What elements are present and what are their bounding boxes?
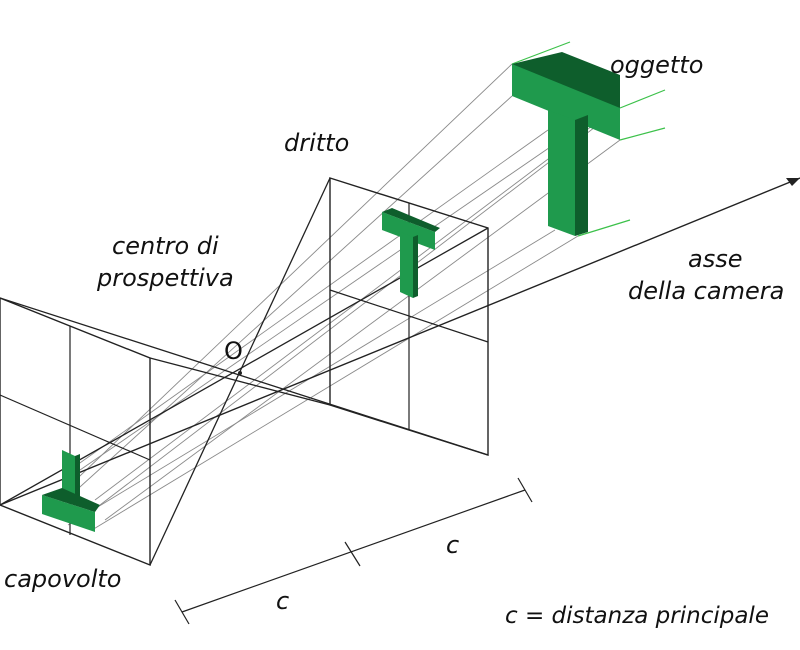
object-label: oggetto <box>610 51 704 79</box>
camera-axis-label-line1: asse <box>688 245 743 273</box>
camera-axis <box>0 177 800 506</box>
camera-axis-label-line2: della camera <box>628 277 785 305</box>
camera-axis-arrowhead <box>786 178 800 186</box>
upright-plane-horizontal-center <box>329 289 489 343</box>
principal-distance-definition: c = distanza principale <box>505 603 769 629</box>
distance-c-label-lower: c <box>276 587 290 615</box>
object-t-shape <box>512 52 620 236</box>
perspective-center-label-line1: centro di <box>112 232 219 260</box>
object-guide-lines <box>511 41 666 237</box>
origin-label: O <box>224 337 243 365</box>
inverted-label: capovolto <box>4 565 122 593</box>
distance-c-label-upper: c <box>446 531 460 559</box>
perspective-center-point <box>238 371 242 375</box>
principal-distance-dimension <box>174 477 533 625</box>
upright-image-t <box>382 208 440 298</box>
perspective-center-label-line2: prospettiva <box>97 264 234 292</box>
inverted-image-t <box>42 450 100 532</box>
inverted-plane-horizontal-center <box>0 394 151 461</box>
upright-label: dritto <box>284 129 350 157</box>
